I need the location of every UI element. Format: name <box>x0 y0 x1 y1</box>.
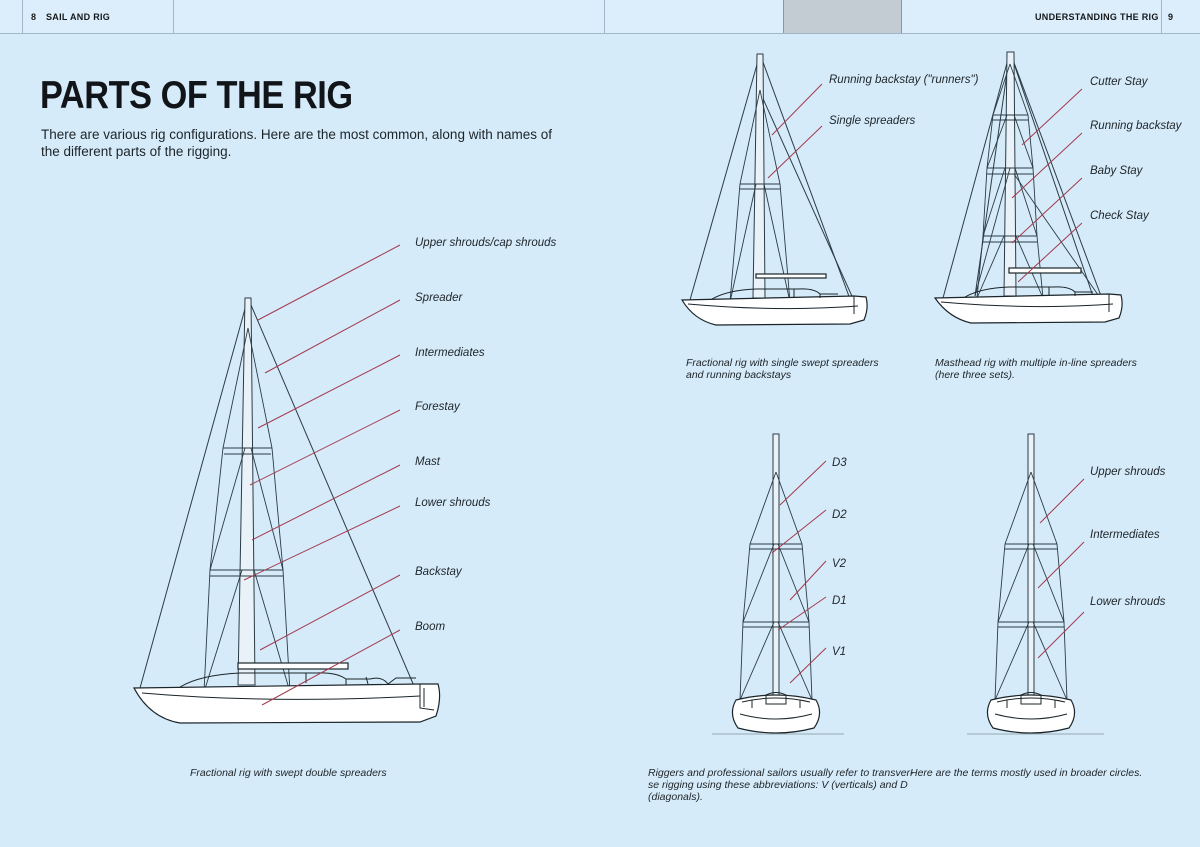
caption-fractional-rig-line2: and running backstays <box>686 369 792 381</box>
label-d2: D2 <box>832 509 847 521</box>
header-gray-box <box>783 0 902 34</box>
label-v2: V2 <box>832 558 847 570</box>
header-divider <box>173 0 174 33</box>
right-page-number: 9 <box>1168 12 1174 22</box>
caption-main-rig: Fractional rig with swept double spreade… <box>190 767 387 779</box>
label-running-backstay-runners: Running backstay ("runners") <box>829 74 979 86</box>
label-backstay: Backstay <box>415 566 462 578</box>
caption-abbreviations-line2: se rigging using these abbreviations: V … <box>648 779 908 791</box>
caption-terms: Here are the terms mostly used in broade… <box>910 767 1143 779</box>
label-terms-upper-shrouds: Upper shrouds <box>1090 466 1166 478</box>
caption-masthead-rig-line1: Masthead rig with multiple in-line sprea… <box>935 357 1137 369</box>
figure-abbreviations-rig <box>712 433 844 735</box>
label-check-stay: Check Stay <box>1090 210 1149 222</box>
label-intermediates: Intermediates <box>415 347 485 359</box>
left-page-number: 8 <box>31 12 37 22</box>
caption-masthead-rig-line2: (here three sets). <box>935 369 1015 381</box>
label-lower-shrouds: Lower shrouds <box>415 497 491 509</box>
header-rule <box>0 33 1200 34</box>
label-forestay: Forestay <box>415 401 460 413</box>
label-boom: Boom <box>415 621 446 633</box>
figure-terms-rig <box>967 433 1104 735</box>
label-spreader: Spreader <box>415 292 463 304</box>
label-mast: Mast <box>415 456 440 468</box>
caption-fractional-rig-line1: Fractional rig with single swept spreade… <box>686 357 879 369</box>
label-v1: V1 <box>832 646 847 658</box>
header-divider <box>604 0 605 33</box>
label-terms-intermediates: Intermediates <box>1090 529 1160 541</box>
label-running-backstay: Running backstay <box>1090 120 1182 132</box>
figure-fractional-rig <box>680 53 868 326</box>
header-divider <box>1161 0 1162 33</box>
label-terms-lower-shrouds: Lower shrouds <box>1090 596 1166 608</box>
label-d1: D1 <box>832 595 847 607</box>
left-section-title: SAIL AND RIG <box>46 12 111 22</box>
label-cutter-stay: Cutter Stay <box>1090 76 1148 88</box>
label-d3: D3 <box>832 457 847 469</box>
page-title: PARTS OF THE RIG <box>40 74 353 117</box>
label-upper-shrouds-cap-shrouds: Upper shrouds/cap shrouds <box>415 237 557 249</box>
label-single-spreaders: Single spreaders <box>829 115 916 127</box>
caption-abbreviations-line1: Riggers and professional sailors usually… <box>648 767 914 779</box>
caption-abbreviations-line3: (diagonals). <box>648 791 703 803</box>
header-divider <box>22 0 23 33</box>
figure-main-rig <box>133 297 441 724</box>
right-section-title: UNDERSTANDING THE RIG <box>1035 12 1159 22</box>
page-intro-text: There are various rig configurations. He… <box>41 127 552 159</box>
running-header: 8 SAIL AND RIG UNDERSTANDING THE RIG 9 <box>0 0 1200 34</box>
label-baby-stay: Baby Stay <box>1090 165 1143 177</box>
figure-masthead-rig <box>933 51 1123 324</box>
